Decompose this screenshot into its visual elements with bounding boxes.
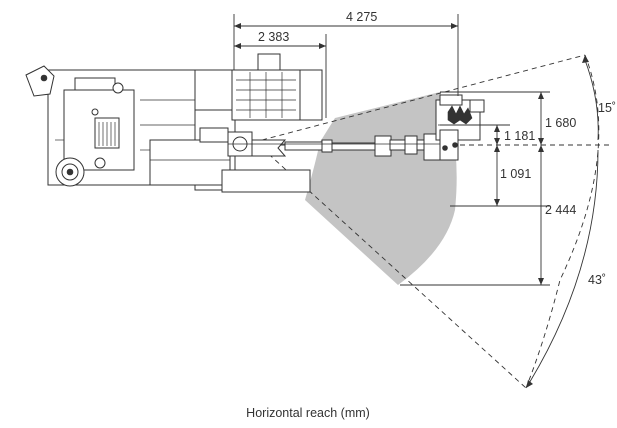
dim-reach-min: 2 383 — [258, 30, 289, 44]
angle-upper: 15˚ — [598, 101, 616, 115]
angle-arcs — [526, 55, 599, 388]
reach-zone — [305, 92, 457, 285]
boom-arm — [199, 127, 441, 161]
height-dimensions — [400, 91, 550, 286]
boom-head — [435, 94, 485, 161]
machine-body — [47, 53, 323, 193]
dim-height-top: 1 680 — [545, 116, 576, 130]
angle-lower: 43˚ — [588, 273, 606, 287]
dim-reach-max: 4 275 — [346, 10, 377, 24]
rear-light — [25, 65, 55, 97]
dim-height-upper: 1 181 — [504, 129, 535, 143]
dim-depth-max: 2 444 — [545, 203, 576, 217]
reach-dimensions — [233, 14, 459, 118]
wheel — [55, 157, 106, 187]
dim-depth-lower: 1 091 — [500, 167, 531, 181]
caption: Horizontal reach (mm) — [246, 406, 370, 420]
